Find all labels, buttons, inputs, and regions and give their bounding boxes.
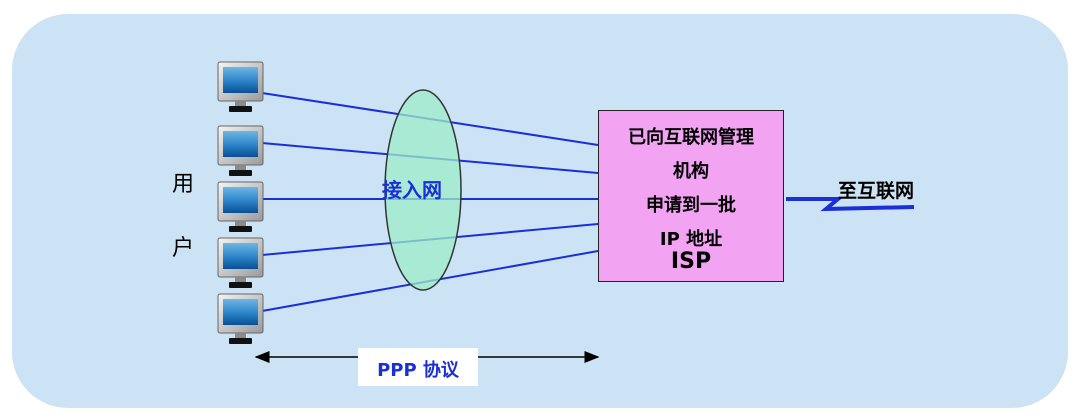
access-network-ellipse bbox=[384, 89, 462, 291]
computer-icon-2 bbox=[217, 125, 264, 176]
computer-icon-5 bbox=[217, 293, 264, 344]
computer-icon-4 bbox=[217, 237, 264, 288]
isp-text-line-2: 机构 bbox=[673, 161, 709, 182]
diagram-background bbox=[12, 14, 1068, 408]
users-label-line-1: 用 bbox=[172, 172, 195, 197]
isp-text-line-4: IP 地址 bbox=[659, 229, 723, 250]
access-network-label: 接入网 bbox=[382, 178, 442, 202]
isp-name: ISP bbox=[670, 249, 712, 274]
ppp-label-box: PPP 协议 bbox=[358, 348, 478, 386]
isp-box: 已向互联网管理 机构 申请到一批 IP 地址 ISP bbox=[598, 110, 784, 282]
isp-text-line-1: 已向互联网管理 bbox=[628, 127, 754, 148]
computer-icon-3 bbox=[217, 181, 264, 232]
ppp-protocol-label: PPP 协议 bbox=[377, 360, 459, 381]
to-internet-label: 至互联网 bbox=[838, 180, 915, 202]
computer-icon-1 bbox=[217, 61, 264, 112]
isp-text-line-3: 申请到一批 bbox=[646, 195, 736, 216]
users-label-line-2: 户 bbox=[172, 236, 195, 261]
uplink-line bbox=[786, 197, 915, 212]
